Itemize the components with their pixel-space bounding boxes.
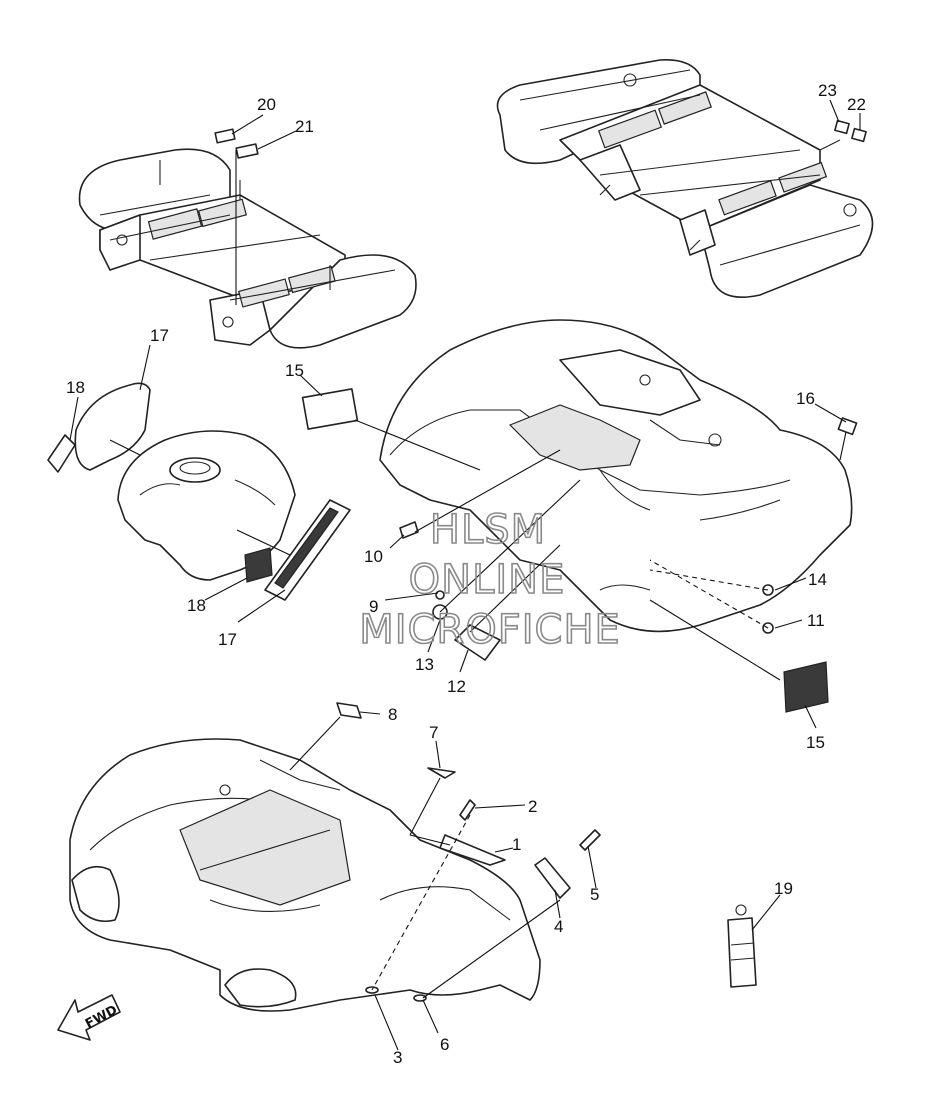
callout-8: 8	[388, 705, 397, 724]
fuel-tank-cover	[47, 382, 351, 601]
callout-4: 4	[554, 917, 563, 936]
callout-7: 7	[429, 723, 438, 742]
callout-13: 13	[415, 655, 434, 674]
callout-numbers: 1 2 3 4 5 6 7 8 9 10 11 12 13 14 15 15 1…	[66, 81, 866, 1067]
callout-15a: 15	[285, 361, 304, 380]
callout-9: 9	[369, 597, 378, 616]
callout-6: 6	[440, 1035, 449, 1054]
rear-fender	[301, 319, 858, 713]
callout-12: 12	[447, 677, 466, 696]
callout-3: 3	[393, 1048, 402, 1067]
watermark-line-2: ONLINE	[409, 557, 566, 603]
callout-23: 23	[818, 81, 837, 100]
callout-15b: 15	[806, 733, 825, 752]
rear-carrier	[496, 58, 874, 299]
fwd-arrow-icon	[57, 994, 121, 1041]
callout-20: 20	[257, 95, 276, 114]
callout-5: 5	[590, 885, 599, 904]
callout-21: 21	[295, 117, 314, 136]
callout-2: 2	[528, 797, 537, 816]
callout-17b: 17	[218, 630, 237, 649]
callout-18b: 18	[187, 596, 206, 615]
callout-14: 14	[808, 570, 827, 589]
callout-16: 16	[796, 389, 815, 408]
callout-22: 22	[847, 95, 866, 114]
callout-17a: 17	[150, 326, 169, 345]
leader-lines	[69, 99, 861, 1051]
callout-18a: 18	[66, 378, 85, 397]
caution-tag	[727, 904, 757, 988]
front-carrier	[78, 128, 417, 349]
watermark: HLSM ONLINE MICROFICHE	[358, 506, 621, 654]
watermark-line-1: HLSM	[430, 507, 546, 553]
front-fender	[69, 702, 601, 1012]
callout-11: 11	[807, 611, 825, 630]
callout-19: 19	[774, 879, 793, 898]
watermark-line-3: MICROFICHE	[359, 607, 621, 653]
callout-10: 10	[364, 547, 383, 566]
callout-1: 1	[512, 835, 521, 854]
